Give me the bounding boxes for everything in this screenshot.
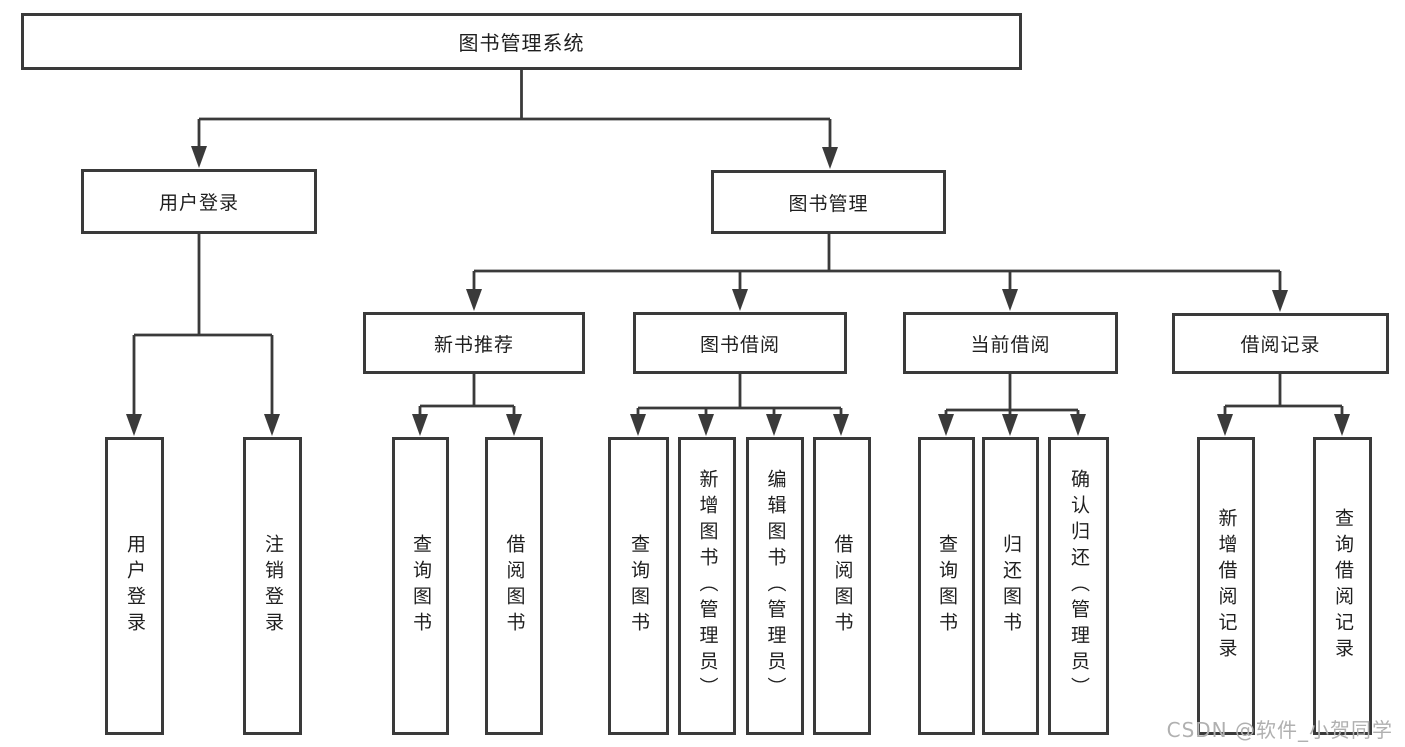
leaf-return-books-label: 归还图书 <box>999 534 1022 638</box>
leaf-query-books-borrow-label: 查询图书 <box>627 534 650 638</box>
leaf-borrow-books: 借阅图书 <box>813 437 871 735</box>
node-book-borrowing-label: 图书借阅 <box>699 333 780 356</box>
leaf-query-borrow-record: 查询借阅记录 <box>1313 437 1372 735</box>
leaf-query-books-borrow: 查询图书 <box>608 437 669 735</box>
leaf-confirm-return-admin-label: 确认归还（管理员） <box>1067 469 1090 703</box>
leaf-query-books-current: 查询图书 <box>918 437 975 735</box>
leaf-logout: 注销登录 <box>243 437 302 735</box>
leaf-borrow-books-recommend: 借阅图书 <box>485 437 543 735</box>
node-book-management-label: 图书管理 <box>788 192 869 215</box>
leaf-query-books-recommend-label: 查询图书 <box>409 534 432 638</box>
csdn-watermark: CSDN @软件_小贺同学 <box>1166 718 1393 742</box>
leaf-add-borrow-record-label: 新增借阅记录 <box>1215 508 1238 664</box>
node-root-label: 图书管理系统 <box>458 31 585 55</box>
leaf-add-borrow-record: 新增借阅记录 <box>1197 437 1255 735</box>
node-user-login-label: 用户登录 <box>158 192 239 214</box>
node-new-book-recommend: 新书推荐 <box>363 312 585 374</box>
node-root-system: 图书管理系统 <box>21 13 1022 70</box>
leaf-add-books-admin-label: 新增图书（管理员） <box>696 469 719 703</box>
leaf-query-books-current-label: 查询图书 <box>935 534 958 638</box>
node-borrowing-records: 借阅记录 <box>1172 313 1389 374</box>
node-book-borrowing: 图书借阅 <box>633 312 847 374</box>
leaf-return-books: 归还图书 <box>982 437 1039 735</box>
leaf-user-login: 用户登录 <box>105 437 164 735</box>
leaf-edit-books-admin-label: 编辑图书（管理员） <box>764 469 787 703</box>
leaf-add-books-admin: 新增图书（管理员） <box>678 437 736 735</box>
leaf-query-books-recommend: 查询图书 <box>392 437 449 735</box>
leaf-user-login-label: 用户登录 <box>123 534 146 638</box>
leaf-edit-books-admin: 编辑图书（管理员） <box>746 437 804 735</box>
leaf-borrow-books-recommend-label: 借阅图书 <box>503 534 526 638</box>
leaf-query-borrow-record-label: 查询借阅记录 <box>1331 508 1354 664</box>
node-current-borrowing-label: 当前借阅 <box>970 333 1051 356</box>
node-borrowing-records-label: 借阅记录 <box>1240 334 1321 356</box>
node-current-borrowing: 当前借阅 <box>903 312 1118 374</box>
node-book-management: 图书管理 <box>711 170 946 234</box>
leaf-confirm-return-admin: 确认归还（管理员） <box>1048 437 1109 735</box>
leaf-logout-label: 注销登录 <box>261 534 284 638</box>
leaf-borrow-books-label: 借阅图书 <box>831 534 854 638</box>
node-user-login: 用户登录 <box>81 169 317 234</box>
node-new-book-recommend-label: 新书推荐 <box>433 333 514 356</box>
